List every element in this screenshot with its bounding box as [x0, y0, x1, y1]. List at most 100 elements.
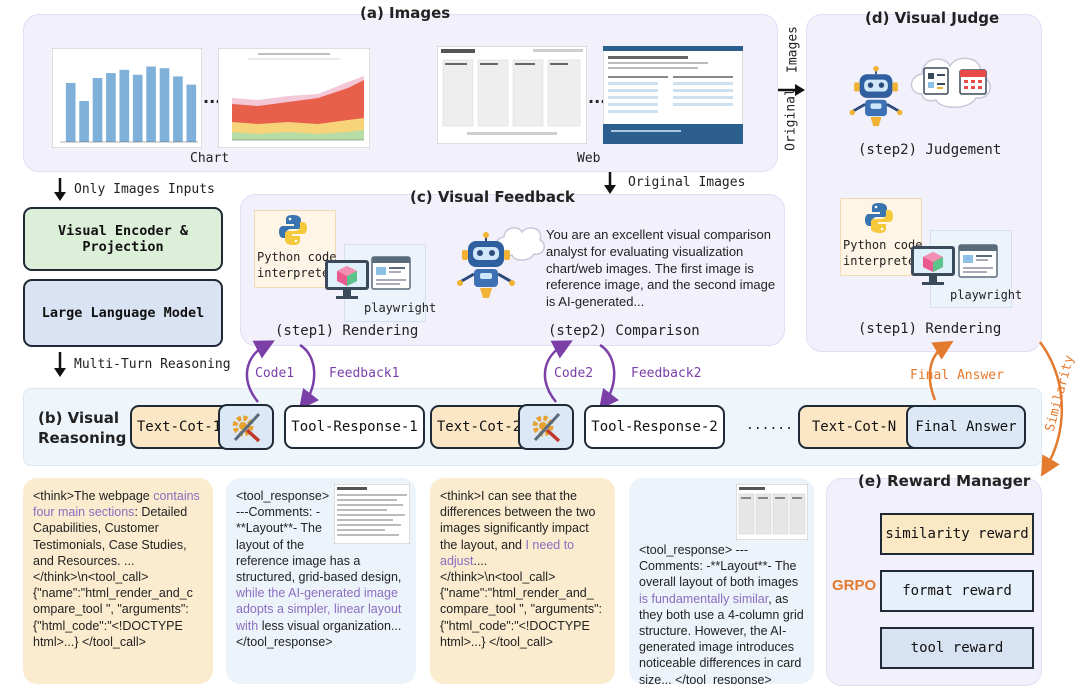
text-cot-n-box: Text-Cot-N [798, 405, 922, 449]
feedback2-label: Feedback2 [631, 366, 702, 381]
robot-icon [457, 232, 515, 298]
tool-response-text-box-2: <tool_response> ---Comments: -**Layout**… [629, 478, 814, 684]
t4-text-highlight: is fundamentally similar [639, 591, 769, 606]
t2-text-b: less visual organization... </tool_respo… [236, 618, 402, 649]
judge-monitor-icon [911, 246, 955, 285]
text-cot-n-label: Text-Cot-N [811, 419, 897, 435]
python-logo-icon [279, 215, 307, 245]
code2-label: Code2 [554, 366, 594, 381]
down-arrow-2 [54, 352, 66, 377]
tool-reward-box: tool reward [880, 627, 1034, 669]
feedback1-label: Feedback1 [329, 366, 400, 381]
step1-rendering-label: (step1) Rendering [275, 323, 419, 339]
only-images-label: Only Images Inputs [74, 182, 215, 197]
final-answer-arrow-label: Final Answer [910, 368, 1004, 383]
visual-judge-title: (d) Visual Judge [865, 9, 1000, 27]
thumbnail-bar [65, 82, 76, 142]
visual-encoder-box: Visual Encoder & Projection [23, 207, 223, 271]
monitor-icon [325, 260, 369, 299]
judge-python-logo-icon [865, 203, 893, 233]
grpo-label: GRPO [832, 577, 877, 594]
encoder-line-2: Projection [82, 239, 164, 255]
bar-chart-thumbnail [52, 48, 202, 148]
encoder-line-1: Visual Encoder & [57, 223, 189, 239]
judge-python-label-2: interpreter [843, 254, 923, 268]
python-label-1: Python code [257, 250, 337, 264]
t4-text-a: <tool_response> ---Comments: -**Layout**… [639, 543, 799, 590]
judge-robot-icon [849, 66, 903, 127]
multi-turn-label: Multi-Turn Reasoning [74, 357, 231, 372]
text-cot-2-label: Text-Cot-2 [436, 419, 522, 435]
similarity-reward-box: similarity reward [880, 513, 1034, 555]
tool-response-1-label: Tool-Response-1 [291, 419, 418, 435]
down-arrow-1 [54, 178, 66, 201]
judge-browser-window-icon [958, 244, 998, 278]
comparison-prompt-text: You are an excellent visual comparison a… [546, 227, 776, 310]
t1-text-b: : Detailed Capabilities, Customer Testim… [33, 505, 193, 649]
thumbnail-bar [132, 74, 143, 142]
t1-text-highlight: contains four main sections [33, 489, 200, 520]
t2-text-highlight: while the AI-generated image adopts a si… [236, 586, 402, 633]
judge-rendering-label: (step1) Rendering [858, 321, 1002, 337]
chart-doc-icon [923, 67, 949, 95]
format-reward-label: format reward [902, 583, 1012, 599]
chart-ellipsis: ... [203, 88, 222, 107]
judge-python-label-1: Python code [843, 238, 923, 252]
thumbnail-bar [92, 78, 103, 142]
thumbnail-bar [186, 84, 197, 142]
tool-response-text-box-1: <tool_response> ---Comments: -**Layout**… [226, 478, 416, 684]
thumbnail-bar [173, 76, 183, 142]
t3-text-a: <think>I can see that the differences be… [440, 489, 596, 552]
t2-text-a: <tool_response> ---Comments: -**Layout**… [236, 489, 402, 585]
similarity-reward-label: similarity reward [885, 526, 1029, 542]
t1-text-a: <think>The webpage [33, 489, 154, 503]
images-title: (a) Images [360, 4, 451, 22]
tool-response-1-box: Tool-Response-1 [284, 405, 425, 449]
text-cot-1-label: Text-Cot-1 [136, 419, 222, 435]
area-chart-thumbnail [218, 48, 370, 148]
thumbnail-bar [106, 73, 116, 142]
reasoning-ellipsis: ...... [746, 418, 793, 433]
web-label: Web [577, 151, 601, 166]
visual-reasoning-title-2: Reasoning [38, 429, 127, 447]
thumbnail-bar [146, 66, 156, 142]
tools-gear-icon-2 [532, 412, 561, 443]
visual-reasoning-title-1: (b) Visual [38, 409, 120, 427]
final-answer-label: Final Answer [915, 419, 1017, 435]
right-arrow-to-judge [778, 84, 805, 96]
tool-icon-box-1 [218, 404, 274, 450]
python-label-2: interpreter [257, 266, 337, 280]
tools-gear-icon [232, 412, 261, 443]
visual-feedback-title: (c) Visual Feedback [410, 188, 575, 206]
response-thumbnail-1 [334, 484, 410, 544]
t3-text-highlight: I need to adjust [440, 537, 575, 568]
tool-reward-label: tool reward [910, 640, 1004, 656]
reward-manager-title: (e) Reward Manager [858, 472, 1031, 490]
calendar-icon [959, 69, 987, 95]
thumbnail-bar [119, 69, 130, 142]
tool-response-2-label: Tool-Response-2 [591, 419, 718, 435]
final-answer-box: Final Answer [906, 405, 1026, 449]
think-text-box-2: <think>I can see that the differences be… [430, 478, 615, 684]
response-thumbnail-2 [736, 484, 808, 540]
t4-text-b: , as they both use a 4-column grid struc… [639, 591, 804, 684]
thumbnail-bar [79, 101, 89, 142]
tool-response-2-box: Tool-Response-2 [584, 405, 725, 449]
code1-label: Code1 [255, 366, 295, 381]
judge-playwright-label: playwright [950, 288, 1023, 302]
browser-window-icon [371, 256, 411, 290]
llm-box: Large Language Model [23, 279, 223, 347]
down-arrow-original [604, 172, 616, 194]
step2-comparison-label: (step2) Comparison [548, 323, 700, 339]
llm-label: Large Language Model [41, 305, 205, 321]
t3-text-b: .... </think>\n<tool_call> {"name":"html… [440, 553, 602, 649]
format-reward-box: format reward [880, 570, 1034, 612]
judgement-label: (step2) Judgement [858, 142, 1002, 158]
playwright-label: playwright [364, 301, 437, 315]
web-ellipsis: ... [588, 88, 607, 107]
thumbnail-bar [159, 68, 170, 142]
web-thumbnail-2 [603, 46, 743, 144]
web-thumbnail-1 [437, 46, 587, 144]
tool-icon-box-2 [518, 404, 574, 450]
think-text-box-1: <think>The webpage contains four main se… [23, 478, 213, 684]
